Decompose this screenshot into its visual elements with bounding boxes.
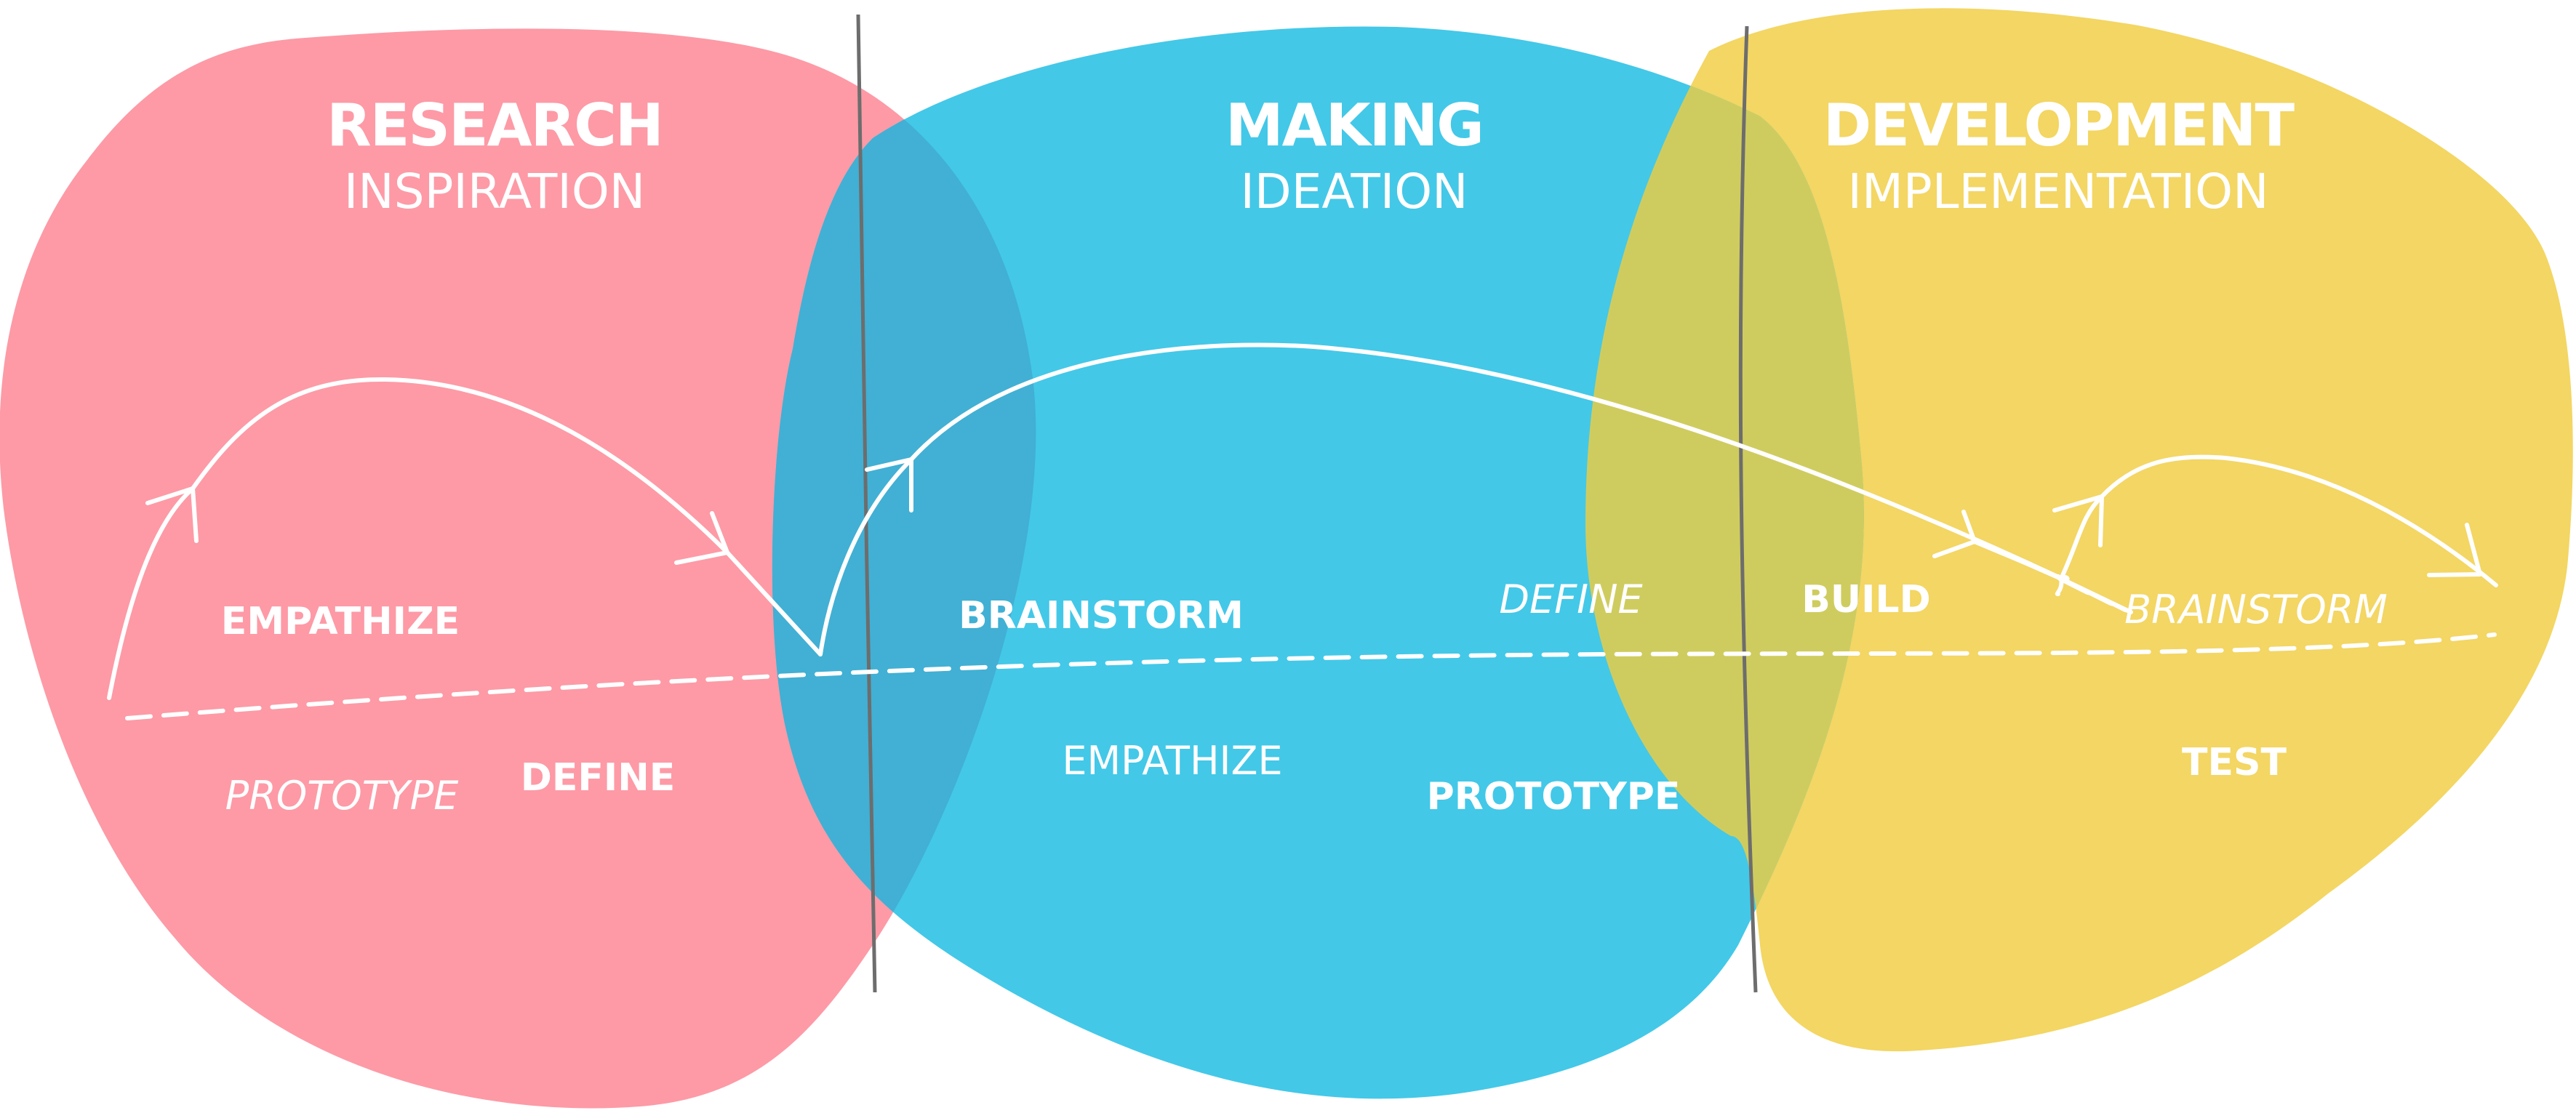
development-subtitle: IMPLEMENTATION <box>1847 164 2268 220</box>
arrow-head-1 <box>145 486 199 543</box>
arrow-head-3 <box>865 457 913 513</box>
term-prototype: PROTOTYPE <box>1427 775 1681 819</box>
term-brainstorm: BRAINSTORM <box>959 594 1244 638</box>
term-define-italic: DEFINE <box>1499 576 1643 622</box>
term-brainstorm-italic: BRAINSTORM <box>2124 587 2388 632</box>
research-subtitle: INSPIRATION <box>344 164 645 220</box>
arrow-head-6 <box>2427 523 2482 577</box>
term-build: BUILD <box>1801 578 1931 622</box>
making-subtitle: IDEATION <box>1240 164 1468 220</box>
arrow-head-2 <box>674 511 729 565</box>
divider-making-development <box>1738 25 1758 993</box>
term-empathize-light: EMPATHIZE <box>1062 738 1282 784</box>
arrow-head-5 <box>2052 494 2104 547</box>
term-prototype-italic: PROTOTYPE <box>225 773 460 819</box>
divider-research-making <box>856 14 877 993</box>
process-curve-empathize-to-define <box>107 377 823 700</box>
baseline-dashed-line <box>125 632 2497 720</box>
term-define: DEFINE <box>521 756 676 800</box>
term-empathize: EMPATHIZE <box>221 600 460 643</box>
process-curve-define-to-build <box>818 342 2063 656</box>
research-title: RESEARCH <box>327 92 663 159</box>
arrow-head-4 <box>1932 510 1977 558</box>
term-test: TEST <box>2182 741 2287 784</box>
process-curve-development-loop <box>2059 454 2498 587</box>
making-title: MAKING <box>1225 92 1483 159</box>
development-title: DEVELOPMENT <box>1823 92 2295 159</box>
